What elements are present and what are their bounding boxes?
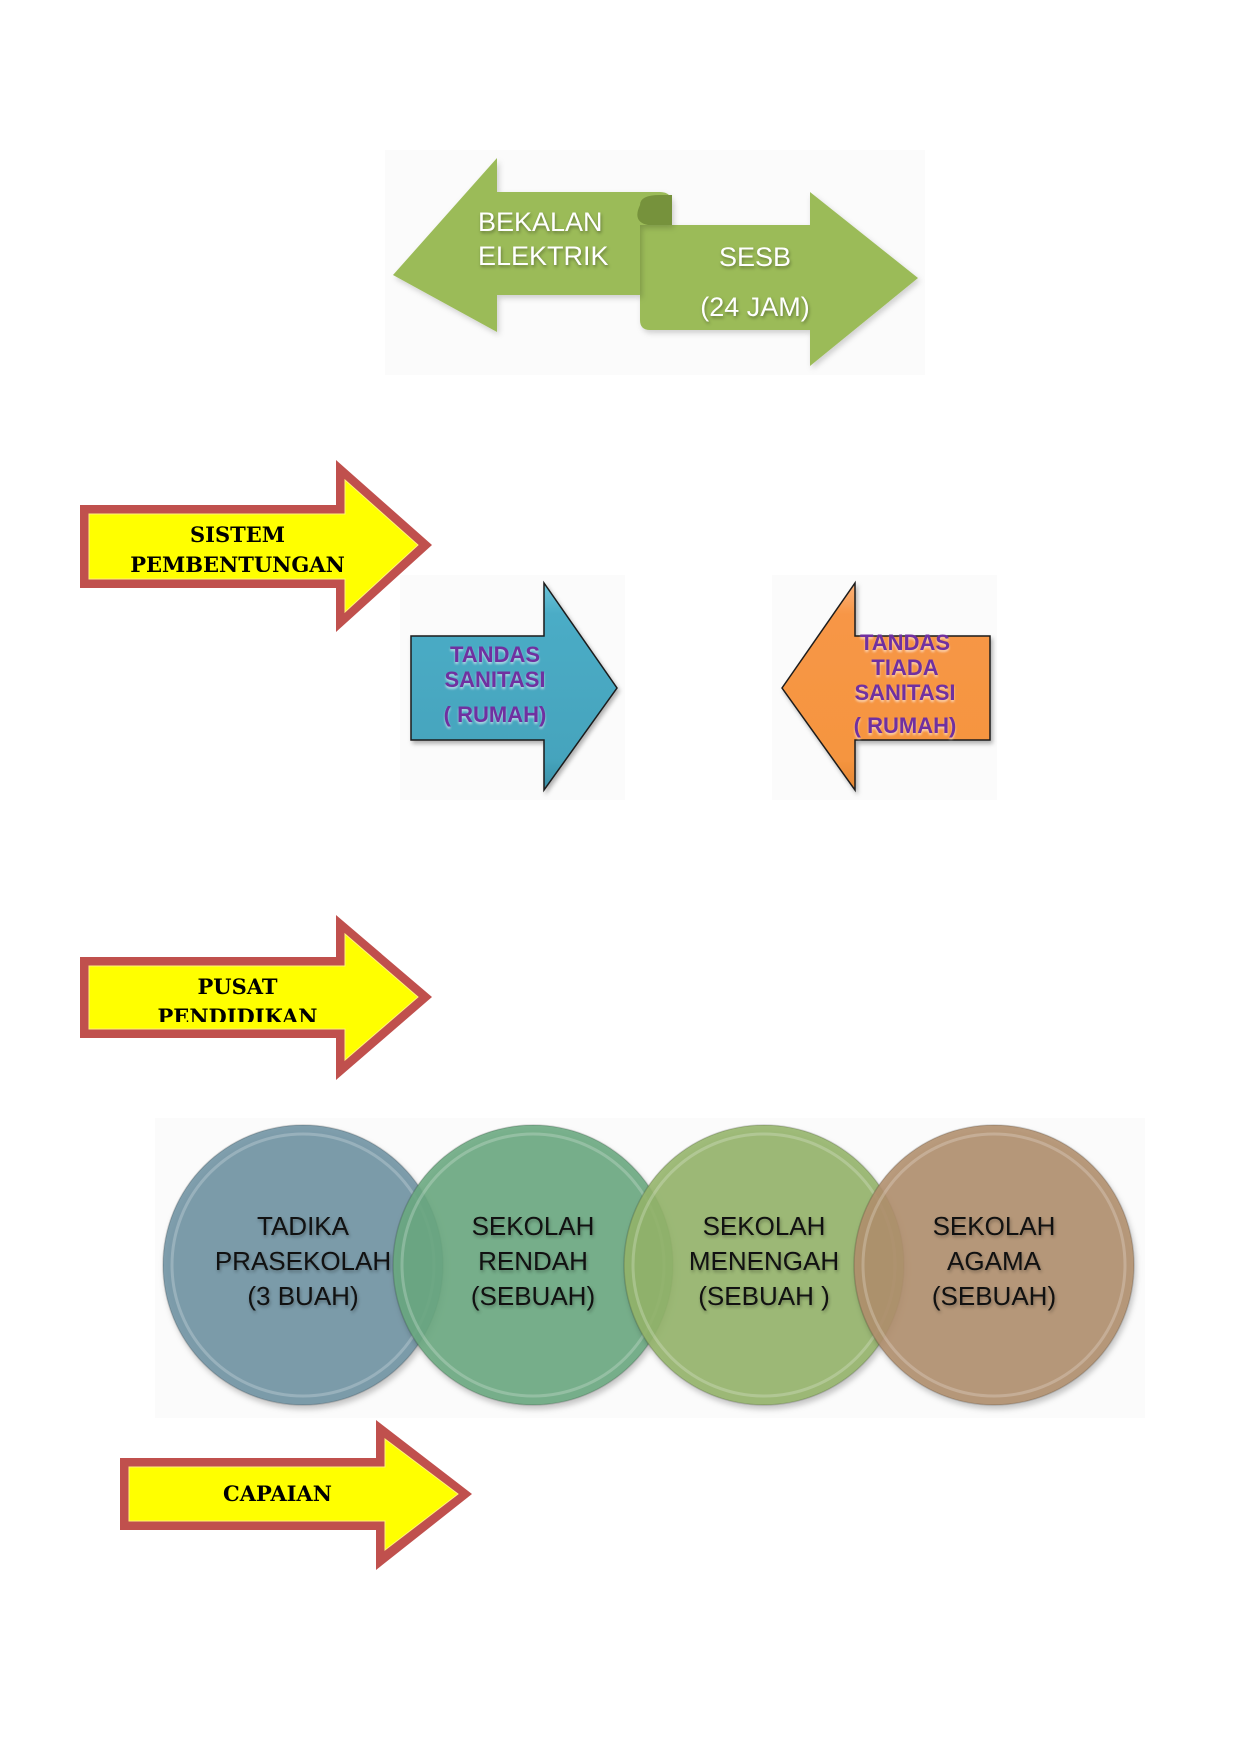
centre-3-line1: SEKOLAH xyxy=(702,1211,826,1241)
centre-4-line3: (SEBUAH) xyxy=(931,1281,1057,1311)
education-centre-2-label: SEKOLAH RENDAH (SEBUAH) xyxy=(443,1209,623,1314)
sewage-banner-line1: SISTEM xyxy=(189,522,286,547)
electricity-right-arrow xyxy=(640,192,918,366)
electricity-fold xyxy=(637,195,672,225)
sewage-banner-line2: PEMBENTUNGAN xyxy=(130,552,345,572)
sanitary-line1: TANDAS xyxy=(449,642,541,667)
electricity-left-line1: BEKALAN xyxy=(478,207,603,237)
electricity-right-line1: SESB xyxy=(718,242,792,272)
non-sanitary-toilet-label: TANDAS TIADA SANITASI ( RUMAH) xyxy=(835,630,975,738)
sanitary-line2: SANITASI xyxy=(444,667,546,692)
sanitary-line3: ( RUMAH) xyxy=(443,702,547,727)
education-centre-circle-4 xyxy=(853,1124,1135,1406)
sanitary-toilet-label: TANDAS SANITASI ( RUMAH) xyxy=(425,642,565,727)
non-sanitary-line4: ( RUMAH) xyxy=(853,713,957,738)
non-sanitary-line1: TANDAS xyxy=(859,630,951,655)
education-centre-1-label: TADIKA PRASEKOLAH (3 BUAH) xyxy=(213,1209,393,1314)
centre-2-line1: SEKOLAH xyxy=(471,1211,595,1241)
electricity-left-arrow xyxy=(393,158,672,332)
non-sanitary-line3: SANITASI xyxy=(854,680,956,705)
education-centre-highlight-4 xyxy=(861,1132,1127,1398)
electricity-left-line2: ELEKTRIK xyxy=(478,241,609,271)
centre-1-line1: TADIKA xyxy=(257,1211,349,1241)
centre-1-line2: PRASEKOLAH xyxy=(214,1246,392,1276)
achievement-banner-line1: CAPAIAN xyxy=(223,1481,332,1506)
education-banner-line1: PUSAT xyxy=(197,974,278,999)
education-centre-4-label: SEKOLAH AGAMA (SEBUAH) xyxy=(904,1209,1084,1314)
sewage-banner-label: SISTEM PEMBENTUNGAN xyxy=(95,520,380,572)
sanitary-toilet-arrow xyxy=(410,580,618,793)
electricity-left-label: BEKALAN ELEKTRIK xyxy=(478,205,609,273)
centre-3-line3: (SEBUAH ) xyxy=(698,1281,830,1311)
electricity-right-line2: (24 JAM) xyxy=(700,292,810,322)
non-sanitary-toilet-arrow xyxy=(781,580,991,793)
electricity-right-label: SESB (24 JAM) xyxy=(700,232,810,332)
achievement-banner-label: CAPAIAN xyxy=(135,1479,420,1511)
centre-1-line3: (3 BUAH) xyxy=(247,1281,359,1311)
centre-4-line2: AGAMA xyxy=(947,1246,1041,1276)
centre-4-line1: SEKOLAH xyxy=(932,1211,1056,1241)
centre-2-line3: (SEBUAH) xyxy=(470,1281,596,1311)
education-centre-3-label: SEKOLAH MENENGAH (SEBUAH ) xyxy=(674,1209,854,1314)
centre-2-line2: RENDAH xyxy=(478,1246,588,1276)
education-banner-line2: PENDIDIKAN xyxy=(157,1004,318,1022)
education-banner-label: PUSAT PENDIDIKAN xyxy=(95,972,380,1022)
centre-3-line2: MENENGAH xyxy=(688,1246,840,1276)
non-sanitary-line2: TIADA xyxy=(871,655,939,680)
